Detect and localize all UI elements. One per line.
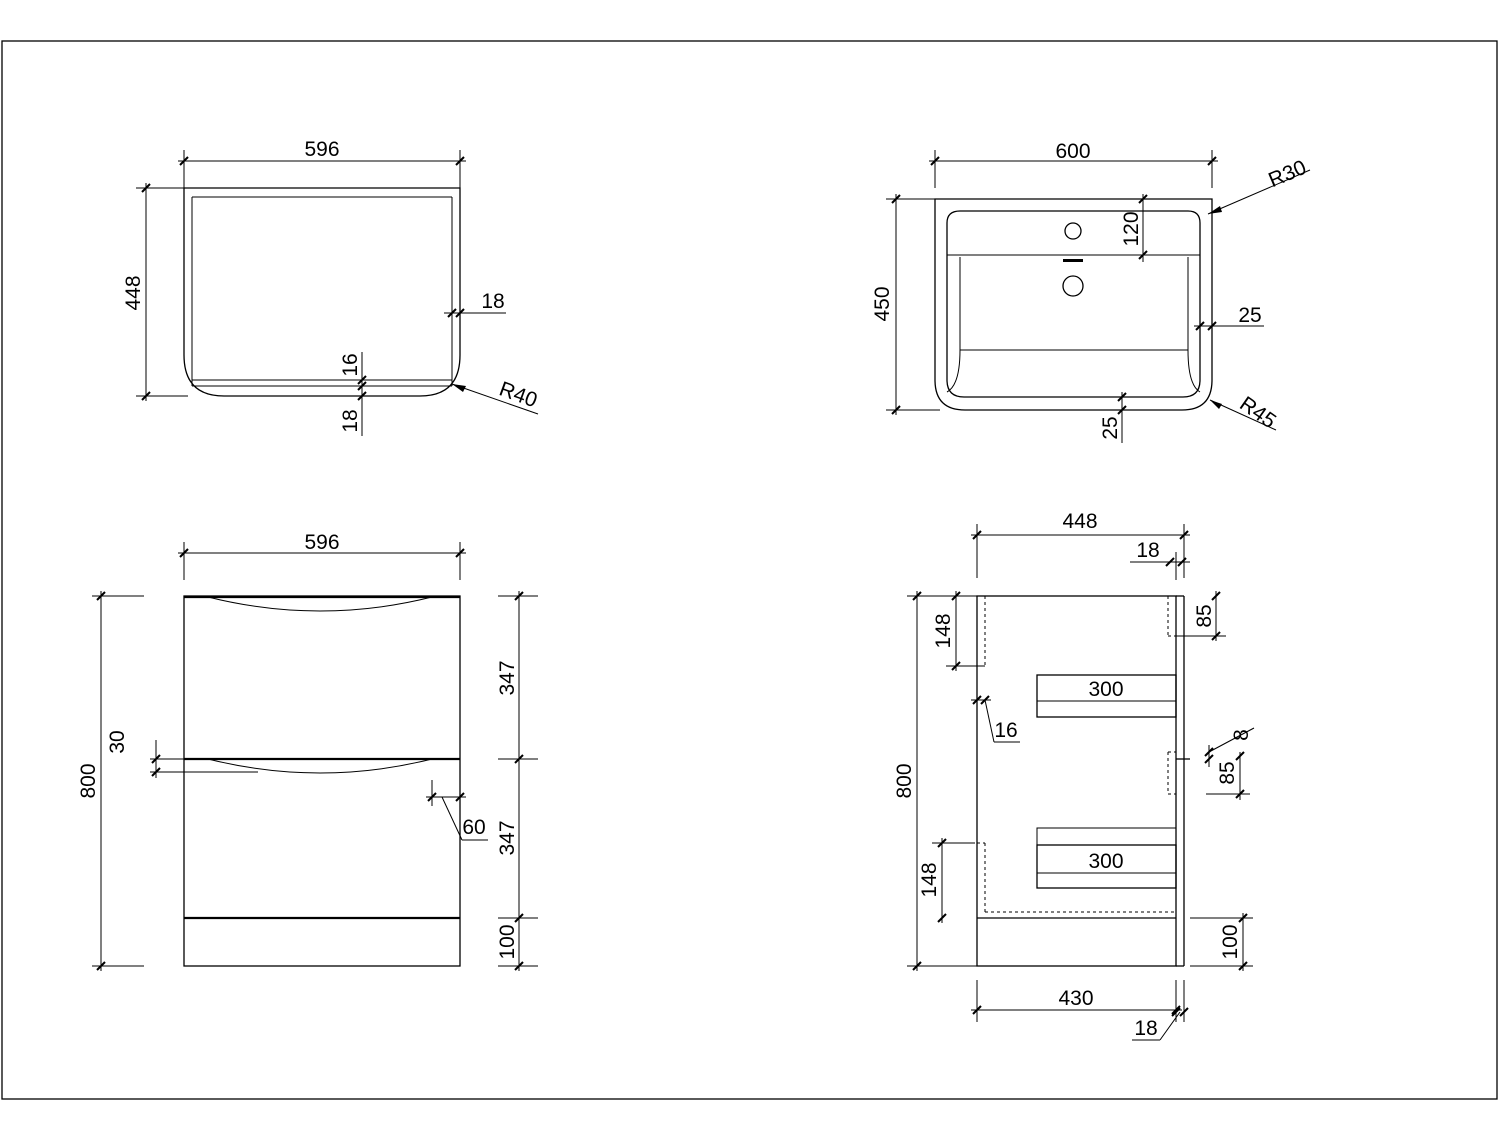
runner-bottom <box>1036 844 1177 889</box>
dim-upper-drawer: 347 <box>496 660 519 695</box>
side-carcass <box>976 595 1177 967</box>
dim-side-inset: 16 <box>994 719 1017 742</box>
dim-tap-ledge: 120 <box>1120 211 1143 246</box>
overflow-slot <box>1063 259 1083 262</box>
dim-cabinet-depth: 448 <box>122 275 145 310</box>
dim-front-width: 596 <box>304 531 339 554</box>
cabinet-plan-outline <box>183 187 461 397</box>
dim-basin-width: 600 <box>1055 140 1090 163</box>
dim-basin-depth: 450 <box>871 286 894 321</box>
dim-plinth: 100 <box>496 924 519 959</box>
dim-cabinet-width: 596 <box>304 138 339 161</box>
dim-handle-gap: 30 <box>106 730 129 753</box>
upper-drawer-handle <box>207 596 433 612</box>
dim-carcass-depth: 430 <box>1058 987 1093 1010</box>
dim-side-height: 800 <box>893 763 916 798</box>
dim-side-plinth: 100 <box>1219 924 1242 959</box>
dim-runner-top: 300 <box>1088 678 1123 701</box>
dim-handle-inset: 60 <box>462 816 485 839</box>
dim-outer-radius: R45 <box>1235 392 1280 433</box>
waste-hole <box>1062 275 1084 297</box>
dim-rim-side: 25 <box>1238 304 1261 327</box>
dim-runner-bottom: 300 <box>1088 850 1123 873</box>
dim-front-panel: 18 <box>339 409 362 432</box>
dim-side-depth: 448 <box>1062 510 1097 533</box>
runner-top <box>1036 674 1177 718</box>
dim-corner-radius: R40 <box>496 377 540 412</box>
dim-notch-mid: 85 <box>1216 761 1239 784</box>
dim-lower-block: 148 <box>918 862 941 897</box>
basin-outline <box>934 198 1213 411</box>
dim-rim-front: 25 <box>1099 416 1122 439</box>
tap-hole <box>1064 222 1082 240</box>
dim-side-front-panel: 18 <box>1134 1017 1157 1040</box>
lower-drawer-handle <box>207 758 433 774</box>
front-carcass <box>183 595 461 967</box>
front-elevation-view: 596 800 30 60 347 347 100 <box>77 531 538 971</box>
cabinet-plan-view: 596 448 18 16 18 R40 <box>122 138 540 436</box>
dim-back-panel: 18 <box>1136 539 1159 562</box>
dim-lower-drawer: 347 <box>496 820 519 855</box>
dim-notch-gap: 8 <box>1230 729 1253 741</box>
dim-side-panel: 18 <box>481 290 504 313</box>
dim-front-height: 800 <box>77 763 100 798</box>
basin-inner-rim <box>946 210 1201 398</box>
dim-upper-block: 148 <box>932 613 955 648</box>
side-elevation-view: 300 300 448 18 148 800 <box>893 510 1255 1041</box>
dim-notch-top: 85 <box>1193 604 1216 627</box>
sheet-border <box>1 40 1498 1100</box>
dim-front-inner: 16 <box>339 353 362 376</box>
basin-plan-view: 600 450 120 R30 25 25 R45 <box>871 140 1311 443</box>
dim-inner-radius: R30 <box>1265 156 1309 192</box>
